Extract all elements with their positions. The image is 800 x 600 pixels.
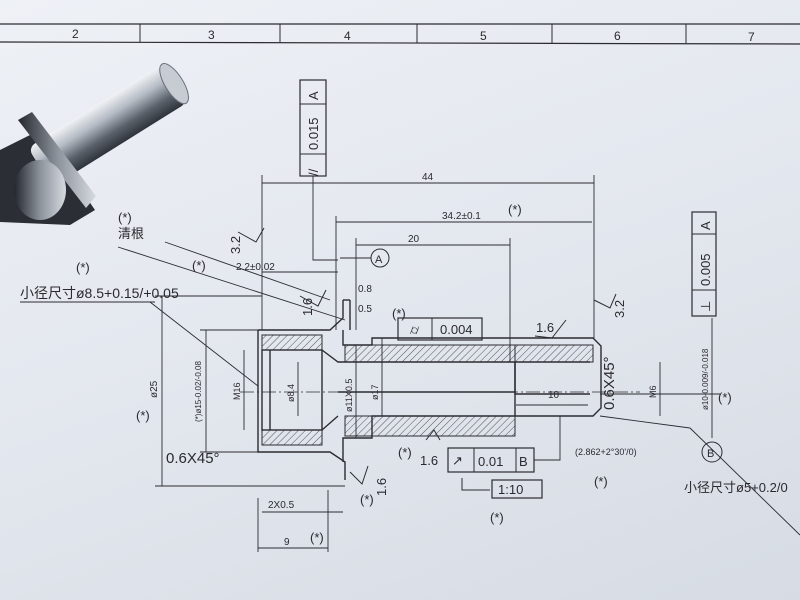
note-minor-dia-2: 小径尺寸ø5+0.2/0 [684, 480, 788, 495]
star-10: (*) [310, 530, 324, 545]
gdt-symbol-cyl: ⌭ [410, 322, 420, 337]
star-9: (*) [594, 474, 608, 489]
roughness-1: 3.2 [228, 236, 243, 254]
gdt-value-perp: 0.005 [698, 253, 713, 286]
dim-od-11: ø11X0.5 [344, 379, 354, 412]
gdt-parallelism-frame: // 0.015 A [299, 79, 338, 261]
gdt-datum-parallel: A [306, 91, 321, 100]
dim-taper-note: (2.862+2°30'/0) [575, 447, 637, 457]
gdt-runout-frame: ↗ 0.01 B [447, 416, 561, 473]
zone-5: 5 [480, 29, 487, 43]
dim-groove: 2X0.5 [268, 500, 295, 511]
zone-2: 2 [72, 27, 79, 41]
metal-part-photo [0, 63, 189, 225]
gdt-value-parallel: 0.015 [306, 117, 321, 150]
dimension-texts: 44 34.2±0.1 20 2.2±0.02 0.8 0.5 10 9 2X0… [149, 172, 710, 548]
roughness-5: 1.6 [420, 453, 438, 468]
datum-a-marker: A [340, 248, 390, 268]
note-scale: 1:10 [498, 482, 523, 497]
dim-chamfer-05: 0.5 [358, 304, 372, 315]
roughness-3: 3.2 [612, 300, 627, 318]
svg-text:B: B [707, 448, 714, 460]
frame-zone-strip: 2 3 4 5 6 7 [0, 23, 800, 45]
star-8: (*) [490, 510, 504, 525]
svg-text:A: A [375, 254, 383, 266]
gdt-cylindricity-frame: ⌭ 0.004 [397, 317, 483, 341]
zone-3: 3 [208, 28, 215, 42]
datum-b-marker: B [701, 441, 723, 463]
star-2: (*) [76, 260, 90, 275]
dim-bore-length: 9 [284, 537, 290, 548]
zone-6: 6 [614, 29, 621, 43]
dim-flat-length: 20 [408, 234, 420, 245]
note-clean-root: 清根 [118, 226, 144, 241]
dim-flange-pos: 2.2±0.02 [236, 262, 275, 273]
dim-thread-m16: M16 [232, 382, 242, 400]
notes: 清根 小径尺寸ø8.5+0.15/+0.05 小径尺寸ø5+0.2/0 1:10… [20, 202, 788, 545]
gdt-perpendicularity-frame: ⊥ 0.005 A [691, 211, 717, 317]
dim-od-body: (*)ø15-0.02/-0.08 [194, 361, 203, 422]
gdt-value-cyl: 0.004 [440, 322, 473, 337]
gdt-value-runout: 0.01 [478, 454, 503, 469]
roughness-4: 1.6 [536, 320, 554, 335]
dim-step-length: 34.2±0.1 [442, 211, 481, 222]
dim-od-10: ø10-0.009/-0.018 [701, 348, 710, 410]
dim-bore-84: ø8.4 [286, 384, 296, 402]
gdt-symbol-runout: ↗ [452, 453, 463, 468]
gdt-symbol-perp: ⊥ [698, 301, 713, 312]
dimension-lines [20, 175, 800, 552]
roughness-symbols: 3.2 1.6 3.2 1.6 1.6 1.6 [228, 227, 627, 496]
dim-thread-depth: 10 [548, 390, 560, 401]
dim-overall-length: 44 [422, 172, 434, 183]
zone-7: 7 [748, 30, 755, 44]
dim-chamfer-left: 0.6X45° [166, 450, 220, 467]
dim-chamfer-08: 0.8 [358, 284, 372, 295]
gdt-symbol-parallel: // [306, 168, 321, 176]
dim-od-flange: ø25 [149, 380, 160, 398]
star-12: (*) [718, 390, 732, 405]
star-3: (*) [192, 258, 206, 273]
roughness-2: 1.6 [300, 298, 315, 316]
dim-chamfer-right: 0.6X45° [601, 356, 618, 410]
star-1: (*) [118, 210, 132, 225]
dim-od-17: ø17 [370, 384, 380, 400]
star-6: (*) [398, 445, 412, 460]
zone-4: 4 [344, 29, 351, 43]
gdt-datum-runout: B [519, 454, 528, 469]
star-5: (*) [392, 306, 406, 321]
star-7: (*) [360, 492, 374, 507]
star-11: (*) [508, 202, 522, 217]
star-4: (*) [136, 408, 150, 423]
roughness-6: 1.6 [374, 478, 389, 496]
dim-thread-m6: M6 [648, 385, 658, 398]
gdt-datum-perp: A [698, 221, 713, 230]
part-outline [240, 299, 640, 480]
note-minor-dia-1: 小径尺寸ø8.5+0.15/+0.05 [20, 285, 179, 301]
